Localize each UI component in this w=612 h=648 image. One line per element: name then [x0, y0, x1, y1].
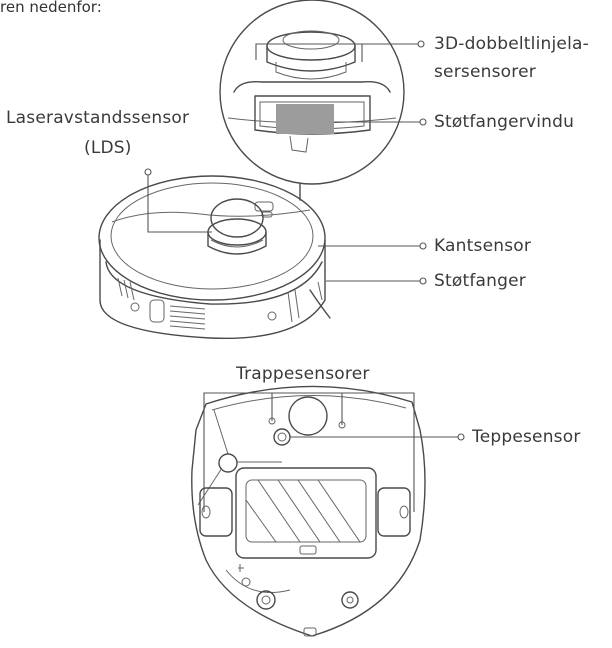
label-bumper: Støtfanger	[434, 271, 526, 291]
label-lds-line1: Laseravstandssensor	[6, 108, 190, 128]
robot-bottom-view	[191, 385, 426, 637]
bottom-leaders	[203, 392, 465, 512]
robot-top-view	[98, 175, 331, 340]
bumper-window-highlight	[276, 104, 334, 134]
intro-text: ren nedenfor:	[0, 0, 102, 16]
label-cliff-sensors: Trappesensorer	[236, 364, 370, 384]
label-3d-dual-line-sensors-line2: sersensorer	[434, 62, 536, 82]
label-carpet-sensor: Teppesensor	[472, 427, 581, 447]
zoom-circle	[219, 0, 405, 201]
top-leaders	[144, 40, 427, 285]
label-bumper-window: Støtfangervindu	[434, 112, 575, 132]
label-edge-sensor: Kantsensor	[434, 236, 532, 256]
label-lds-line2: (LDS)	[84, 138, 132, 158]
label-3d-dual-line-sensors-line1: 3D-dobbeltlinjela-	[434, 34, 589, 54]
